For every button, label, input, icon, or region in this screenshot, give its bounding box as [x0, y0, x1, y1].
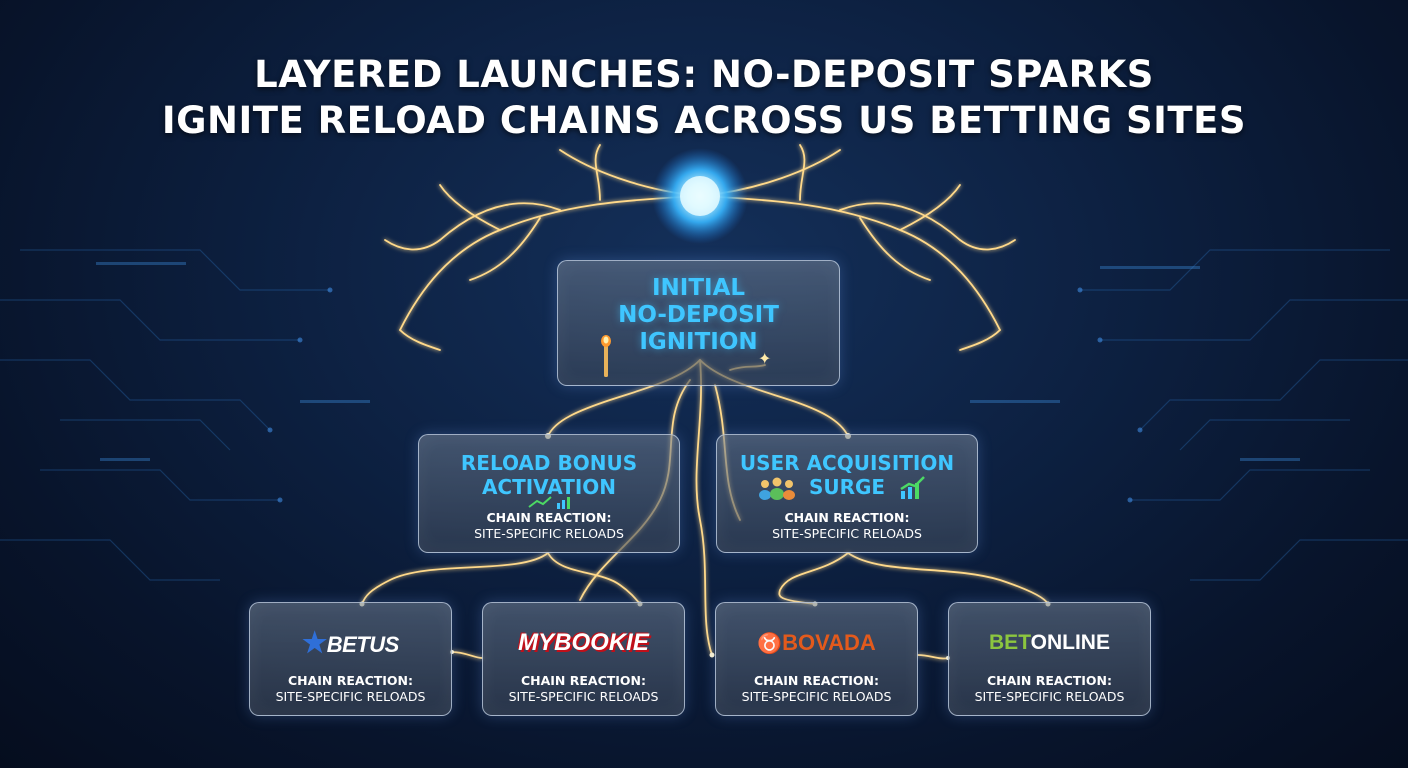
- star-icon: ★: [302, 627, 327, 658]
- bovada-logo: ♉BOVADA: [716, 627, 917, 659]
- betus-name: BETUS: [326, 632, 400, 657]
- chain-reaction-text: CHAIN REACTION: SITE-SPECIFIC RELOADS: [419, 510, 679, 542]
- title-line-2: IGNITE RELOAD CHAINS ACROSS US BETTING S…: [161, 99, 1247, 142]
- users-group-icon: [759, 477, 795, 500]
- user-acquisition-line-1: USER ACQUISITION: [739, 451, 955, 475]
- chain-reaction-text: CHAIN REACTION: SITE-SPECIFIC RELOADS: [949, 673, 1150, 705]
- chain-reaction-value: SITE-SPECIFIC RELOADS: [508, 689, 659, 704]
- chain-reaction-text: CHAIN REACTION: SITE-SPECIFIC RELOADS: [483, 673, 684, 705]
- chain-reaction-text: CHAIN REACTION: SITE-SPECIFIC RELOADS: [250, 673, 451, 705]
- chain-reaction-value: SITE-SPECIFIC RELOADS: [772, 526, 922, 541]
- ignition-line-2: NO-DEPOSIT: [618, 302, 779, 328]
- spark-icon: ✦: [758, 349, 772, 368]
- chain-reaction-label: CHAIN REACTION:: [520, 673, 647, 688]
- betonline-name-part-2: ONLINE: [1030, 631, 1110, 654]
- bovada-name: BOVADA: [782, 630, 876, 655]
- ignition-line-3: IGNITION: [639, 329, 758, 355]
- mybookie-logo: MYBOOKIE: [483, 627, 684, 659]
- reload-bonus-line-2: ACTIVATION: [481, 475, 617, 499]
- chain-reaction-label: CHAIN REACTION:: [486, 510, 612, 525]
- page-title: LAYERED LAUNCHES: NO-DEPOSIT SPARKS IGNI…: [0, 52, 1408, 144]
- user-acquisition-line-2: SURGE: [808, 475, 886, 499]
- title-line-1: LAYERED LAUNCHES: NO-DEPOSIT SPARKS: [254, 53, 1154, 96]
- site-node-betonline: BETONLINE CHAIN REACTION: SITE-SPECIFIC …: [948, 602, 1151, 716]
- reload-bonus-label: RELOAD BONUS ACTIVATION: [419, 451, 679, 499]
- chain-reaction-label: CHAIN REACTION:: [986, 673, 1113, 688]
- chain-reaction-value: SITE-SPECIFIC RELOADS: [474, 526, 624, 541]
- chain-reaction-text: CHAIN REACTION: SITE-SPECIFIC RELOADS: [717, 510, 977, 542]
- ignition-node: INITIAL NO-DEPOSIT IGNITION ✦: [557, 260, 840, 386]
- mybookie-name: MYBOOKIE: [518, 629, 649, 656]
- chain-reaction-value: SITE-SPECIFIC RELOADS: [741, 689, 892, 704]
- user-acquisition-label: USER ACQUISITION SURGE: [717, 451, 977, 499]
- chain-reaction-label: CHAIN REACTION:: [287, 673, 414, 688]
- betus-logo: ★BETUS: [250, 627, 451, 659]
- chain-reaction-label: CHAIN REACTION:: [784, 510, 910, 525]
- ignition-label: INITIAL NO-DEPOSIT IGNITION: [558, 275, 839, 356]
- site-node-betus: ★BETUS CHAIN REACTION: SITE-SPECIFIC REL…: [249, 602, 452, 716]
- chain-reaction-value: SITE-SPECIFIC RELOADS: [974, 689, 1125, 704]
- chain-reaction-text: CHAIN REACTION: SITE-SPECIFIC RELOADS: [716, 673, 917, 705]
- user-acquisition-node: USER ACQUISITION SURGE CHAIN REACTION: S…: [716, 434, 978, 553]
- site-node-bovada: ♉BOVADA CHAIN REACTION: SITE-SPECIFIC RE…: [715, 602, 918, 716]
- trend-up-icon: [900, 476, 925, 499]
- site-node-mybookie: MYBOOKIE CHAIN REACTION: SITE-SPECIFIC R…: [482, 602, 685, 716]
- chain-reaction-value: SITE-SPECIFIC RELOADS: [275, 689, 426, 704]
- ignition-line-1: INITIAL: [651, 275, 746, 301]
- bull-icon: ♉: [757, 633, 783, 655]
- reload-bonus-line-1: RELOAD BONUS: [460, 451, 638, 475]
- betonline-logo: BETONLINE: [949, 627, 1150, 659]
- chain-reaction-label: CHAIN REACTION:: [753, 673, 880, 688]
- match-icon: [601, 335, 611, 377]
- growth-chart-icon: [528, 496, 570, 509]
- reload-bonus-node: RELOAD BONUS ACTIVATION CHAIN REACTION: …: [418, 434, 680, 553]
- betonline-name-part-1: BET: [989, 631, 1031, 654]
